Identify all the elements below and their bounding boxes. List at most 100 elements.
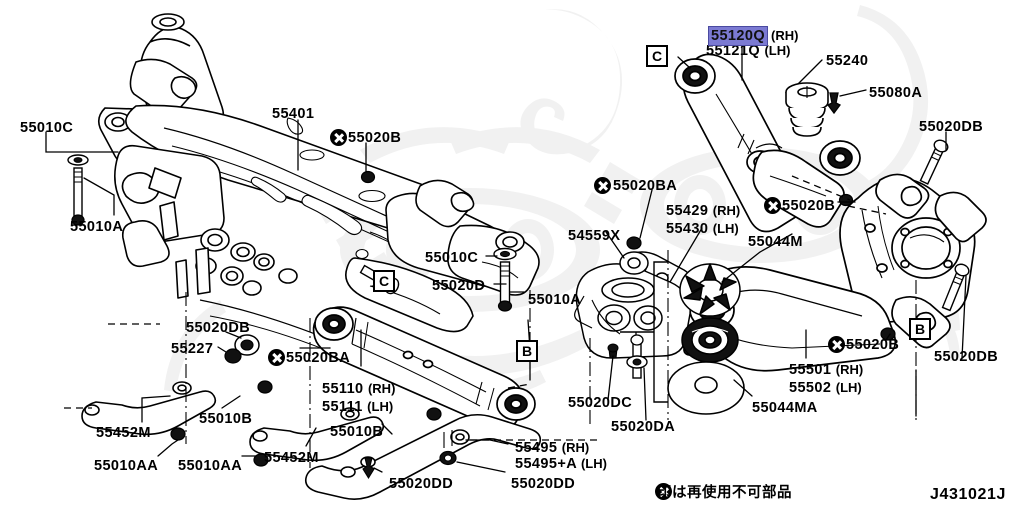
part-number: 55111: [322, 399, 363, 415]
part-number: 55452M: [96, 425, 151, 441]
selected-part-side: (RH): [771, 28, 799, 43]
part-number-label[interactable]: 55240: [826, 53, 868, 69]
selected-part-number-highlight[interactable]: 55120Q(RH): [708, 26, 799, 46]
part-number: 55010C: [425, 250, 479, 266]
part-side-suffix: (LH): [835, 380, 862, 395]
part-number-label[interactable]: 55010AA: [94, 458, 158, 474]
part-number-label[interactable]: 55110 (RH): [322, 381, 395, 397]
part-side-suffix: (RH): [561, 440, 590, 455]
part-number-label[interactable]: 55452M: [264, 450, 319, 466]
part-number-label[interactable]: 55010C: [20, 120, 73, 136]
part-side-suffix: (LH): [712, 221, 739, 236]
part-number-label[interactable]: 55020DB: [934, 349, 998, 365]
part-number: 55080A: [869, 85, 923, 101]
part-number-label[interactable]: 55020DD: [511, 476, 575, 492]
part-number: 55227: [171, 341, 214, 357]
part-number: 55495+A: [515, 456, 577, 472]
part-number: 55020DB: [934, 349, 999, 365]
part-number-label[interactable]: 55020DD: [389, 476, 453, 492]
bolt-55010a-left: [71, 167, 85, 226]
non-reusable-icon-55020b-top: [330, 129, 347, 146]
part-number-label[interactable]: 55044MA: [752, 400, 818, 416]
part-number-label[interactable]: 55020DA: [611, 419, 675, 435]
non-reusable-icon-55020ba-right: [594, 177, 611, 194]
nut-55020b-right-upper: [838, 193, 854, 207]
part-number-label[interactable]: 55111 (LH): [322, 399, 393, 415]
bolt-55020dd-right: [439, 450, 457, 466]
part-number-label[interactable]: 55010A: [528, 292, 581, 308]
bracket-55452m-right: [249, 407, 385, 462]
non-reusable-icon-55020b-right-lower: [828, 336, 845, 353]
reference-box-b-right: B: [909, 318, 931, 340]
part-number-label[interactable]: 55401: [272, 106, 314, 122]
part-number-label[interactable]: 55020DB: [919, 119, 983, 135]
part-number-label[interactable]: 55020D: [432, 278, 485, 294]
part-number-label[interactable]: 55495 (RH): [515, 440, 589, 456]
nut-55010aa-right: [253, 453, 269, 467]
part-number-label[interactable]: 55020B: [782, 198, 835, 214]
part-number-label[interactable]: 55227: [171, 341, 213, 357]
part-side-suffix: (LH): [764, 43, 791, 58]
clip-55080a: [827, 92, 841, 115]
part-number: 55020B: [782, 198, 836, 214]
part-number-label[interactable]: 55044M: [748, 234, 803, 250]
nut-55010b-right: [426, 407, 442, 421]
part-number: 55020DD: [389, 476, 454, 492]
bracket-55452m-left: [81, 381, 217, 436]
part-number-label[interactable]: 55010AA: [178, 458, 242, 474]
part-number-label[interactable]: 55020DC: [568, 395, 632, 411]
part-number-label[interactable]: 55080A: [869, 85, 922, 101]
part-number: 55452M: [264, 450, 319, 466]
reference-box-c-center: C: [373, 270, 395, 292]
rear-suspension-member-55401: [97, 13, 540, 387]
nut-55020ba-center: [626, 236, 642, 250]
part-number-label[interactable]: 55502 (LH): [789, 380, 862, 396]
part-number: 55020B: [846, 337, 900, 353]
part-number-label[interactable]: 55495+A (LH): [515, 456, 607, 472]
part-number-label[interactable]: 55452M: [96, 425, 151, 441]
part-side-suffix: (RH): [367, 381, 396, 396]
part-number-label[interactable]: 55429 (RH): [666, 203, 740, 219]
part-number-label[interactable]: 55010C: [425, 250, 478, 266]
part-number: 55110: [322, 381, 364, 397]
part-number: 55502: [789, 380, 832, 396]
part-number: 55429: [666, 203, 709, 219]
part-number-label[interactable]: 55020BA: [286, 350, 350, 366]
part-number-label[interactable]: 54559X: [568, 228, 620, 244]
part-number: 55010A: [528, 292, 582, 308]
part-number: 55020DA: [611, 419, 676, 435]
assembly-dashed-lines: [64, 175, 887, 441]
bound-bumper-55240: [785, 82, 829, 137]
legend-note-text: 印は再使用不可部品: [657, 485, 792, 501]
lower-link-55495: [304, 413, 542, 500]
part-number-label[interactable]: 55501 (RH): [789, 362, 863, 378]
rear-suspension-arm-55110: [312, 306, 536, 430]
part-number-label[interactable]: 55010A: [70, 219, 123, 235]
part-number-label[interactable]: 55020DB: [186, 320, 250, 336]
part-number: 55020DB: [186, 320, 251, 336]
part-number-label[interactable]: 55020B: [846, 337, 899, 353]
part-number: 55010AA: [178, 458, 243, 474]
part-number: 55020DD: [511, 476, 576, 492]
part-number: 55010B: [199, 411, 253, 427]
part-number: 55401: [272, 106, 315, 122]
part-number: 55044M: [748, 234, 803, 250]
part-number: 55121Q: [706, 43, 760, 59]
part-number: 55020BA: [613, 178, 678, 194]
part-number-label[interactable]: 55020BA: [613, 178, 677, 194]
part-side-suffix: (RH): [835, 362, 864, 377]
bolt-55020db-rightlower: [941, 263, 970, 312]
part-number: 55020D: [432, 278, 486, 294]
part-number-label[interactable]: 55020B: [348, 130, 401, 146]
non-reusable-icon-55020b-right-upper: [764, 197, 781, 214]
part-number-label[interactable]: 55121Q (LH): [706, 43, 790, 59]
part-number-label[interactable]: 55430 (LH): [666, 221, 739, 237]
part-number: 55010B: [330, 424, 384, 440]
spring-upper-seat-55429: [679, 263, 741, 317]
part-number-label[interactable]: 55010B: [330, 424, 383, 440]
part-number: 54559X: [568, 228, 621, 244]
part-number: 55010A: [70, 219, 124, 235]
part-number-label[interactable]: 55010B: [199, 411, 252, 427]
